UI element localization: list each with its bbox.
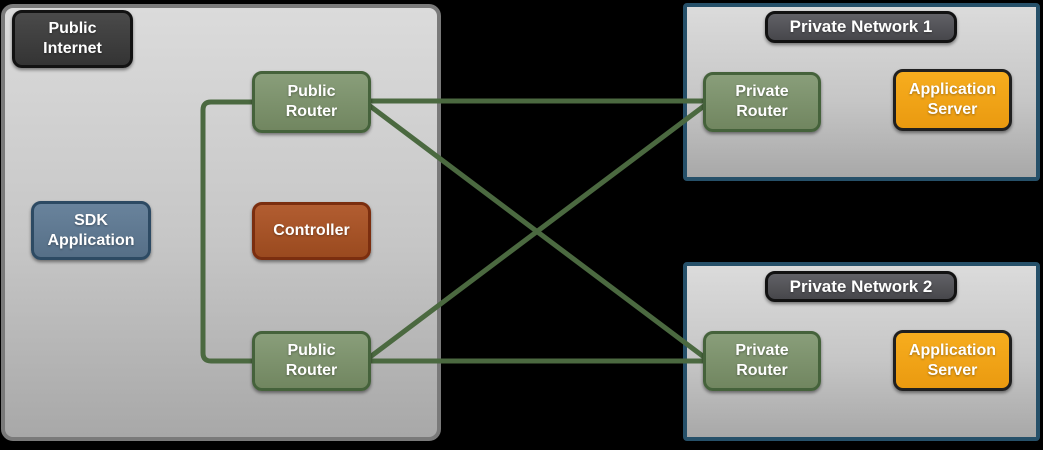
node-controller: Controller bbox=[252, 202, 371, 260]
private-network-2-label: Private Network 2 bbox=[765, 271, 957, 302]
node-application-server-2: Application Server bbox=[893, 330, 1012, 391]
public-internet-label: Public Internet bbox=[12, 10, 133, 68]
node-private-router-2: Private Router bbox=[703, 331, 821, 391]
node-private-router-1: Private Router bbox=[703, 72, 821, 132]
node-sdk-application: SDK Application bbox=[31, 201, 151, 260]
node-application-server-1: Application Server bbox=[893, 69, 1012, 131]
node-public-router-bottom: Public Router bbox=[252, 331, 371, 391]
private-network-1-label: Private Network 1 bbox=[765, 11, 957, 43]
node-public-router-top: Public Router bbox=[252, 71, 371, 133]
